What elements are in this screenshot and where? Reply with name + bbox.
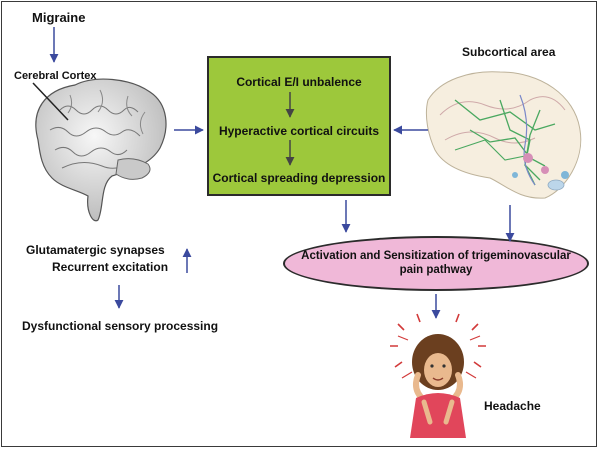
trigeminovascular-pathway-ellipse: Activation and Sensitization of trigemin… <box>283 236 589 291</box>
cortical-ei-unbalance-text: Cortical E/I unbalence <box>236 75 362 89</box>
cortex-pointer-line <box>32 82 69 121</box>
hyperactive-circuits-text: Hyperactive cortical circuits <box>218 124 380 138</box>
brain-icon <box>35 78 167 222</box>
cortical-process-box: Cortical E/I unbalence Hyperactive corti… <box>207 56 391 196</box>
subcortical-illustration <box>425 71 582 199</box>
glutamatergic-label: Glutamatergic synapses <box>26 243 165 257</box>
cortical-spreading-depression-text: Cortical spreading depression <box>212 171 386 185</box>
headache-label: Headache <box>484 399 541 413</box>
cerebral-cortex-label: Cerebral Cortex <box>14 70 97 82</box>
subcortical-area-label: Subcortical area <box>462 45 556 59</box>
headache-person-icon <box>390 313 486 438</box>
recurrent-excitation-label: Recurrent excitation <box>52 260 169 274</box>
pathway-line-1: Activation and Sensitization of trigemin… <box>301 250 571 262</box>
migraine-label: Migraine <box>32 10 86 25</box>
dysfunctional-label: Dysfunctional sensory processing <box>22 319 219 333</box>
pathway-line-2: pain pathway <box>399 264 473 276</box>
